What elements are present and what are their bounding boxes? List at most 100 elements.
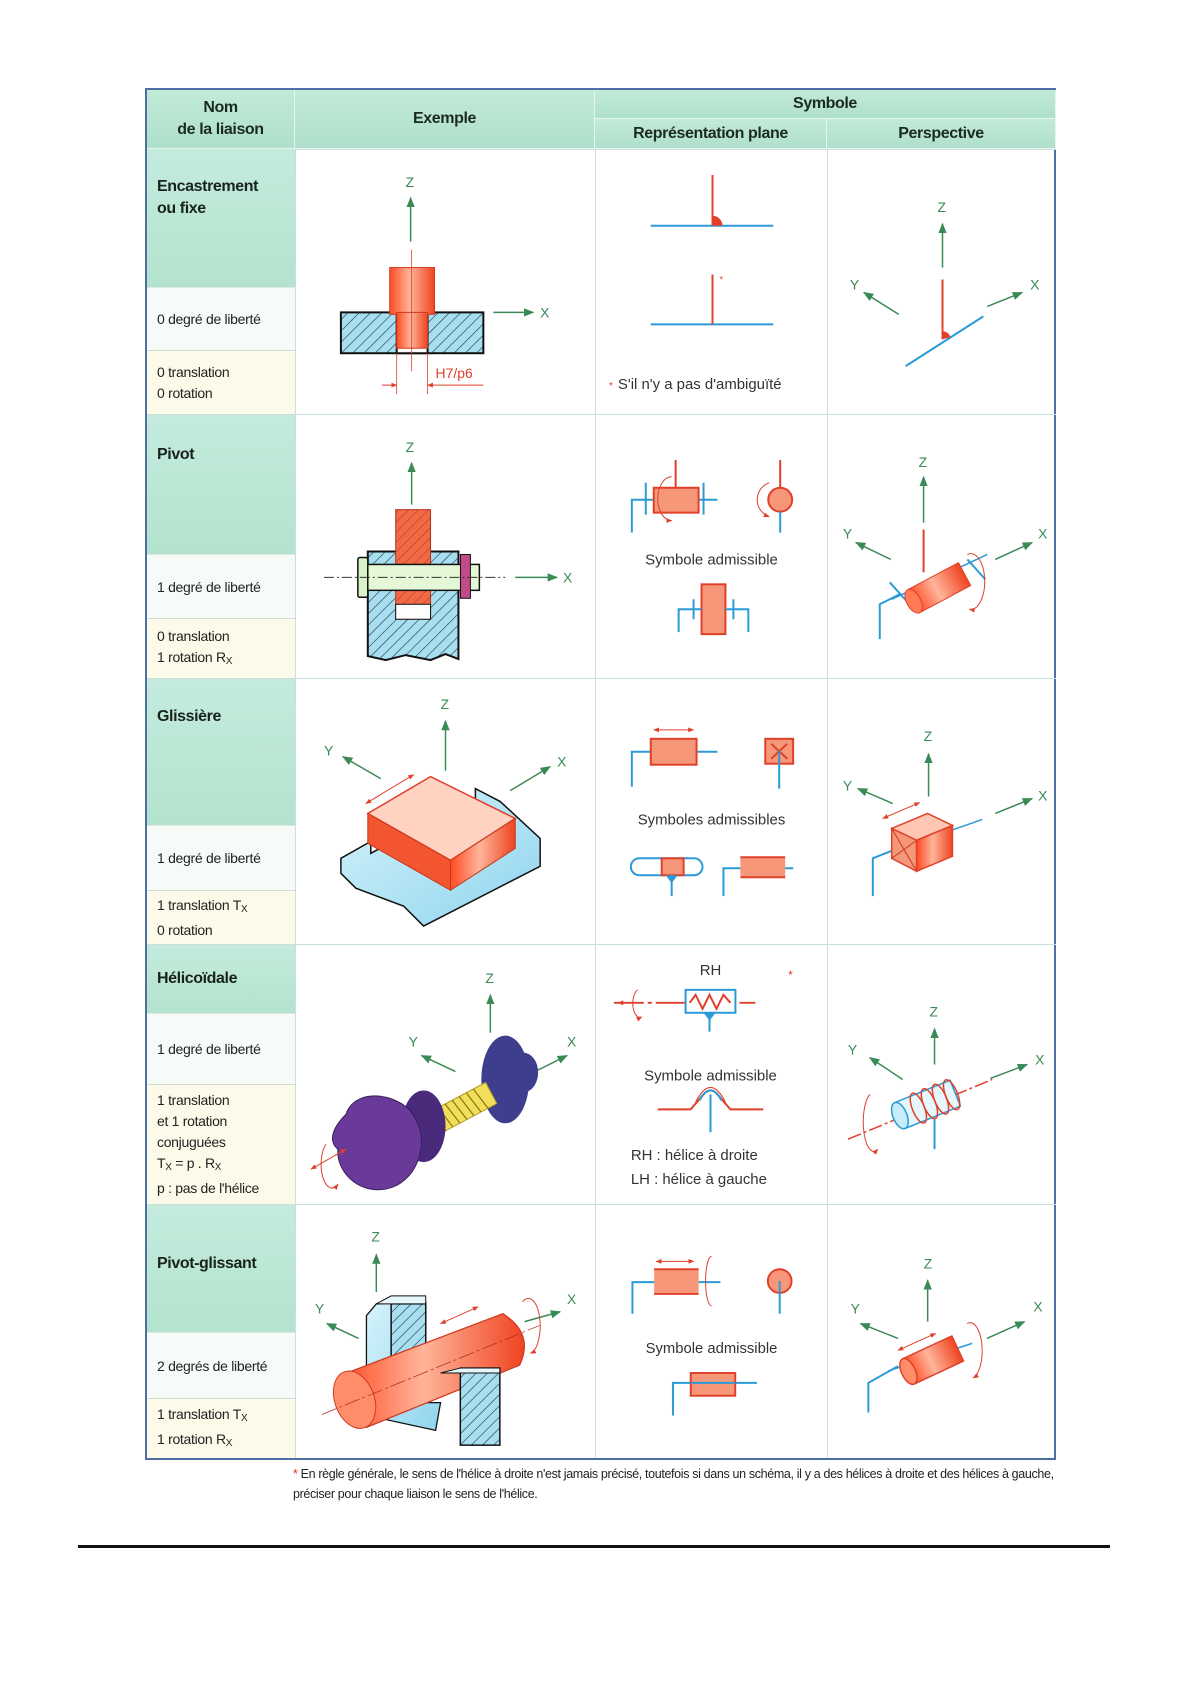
degrees-of-freedom: 1 degré de liberté — [147, 826, 295, 891]
glissiere-perspective-symbol: Z Y X — [827, 678, 1056, 944]
plane-note: Symbole admissible — [645, 551, 778, 568]
motion-description: 1 translation TX 1 rotation RX — [147, 1399, 295, 1458]
axis-label: Z — [938, 199, 947, 215]
axis-label: X — [1035, 1052, 1044, 1068]
footnote: * En règle générale, le sens de l'hélice… — [293, 1464, 1063, 1504]
axis-label: Z — [485, 970, 494, 986]
axis-label: X — [567, 1291, 576, 1307]
header-name-col: Nom de la liaison — [147, 90, 295, 149]
motion-formula: TX = p . RX — [157, 1155, 222, 1173]
motion-line: 1 rotation RX — [157, 648, 233, 667]
axis-label: Y — [409, 1034, 418, 1050]
axis-label: Z — [930, 1004, 939, 1020]
encastrement-plane-symbol: * * S'il n'y a pas d'ambiguïté — [595, 149, 827, 414]
footnote-star: * — [293, 1467, 298, 1481]
pivot-glissant-plane-symbol: Symbole admissible — [595, 1204, 827, 1458]
plane-note: Symbole admissible — [644, 1067, 777, 1084]
motion-line: et 1 rotation — [157, 1113, 228, 1129]
header-symbol-col: Symbole — [595, 90, 1056, 119]
axis-label: X — [1038, 788, 1047, 804]
plane-note: Symbole admissible — [646, 1341, 778, 1357]
header-example-col: Exemple — [295, 90, 595, 149]
axis-label: Y — [843, 526, 852, 542]
liaison-name-line2: ou fixe — [157, 200, 206, 217]
axis-label: X — [540, 304, 549, 320]
liaison-name: Pivot — [147, 415, 295, 555]
motion-line: 0 rotation — [157, 384, 213, 401]
liaisons-table: Nom de la liaison Exemple Symbole Représ… — [145, 88, 1056, 1460]
motion-line: 0 rotation — [157, 921, 213, 938]
axis-label: X — [557, 754, 566, 770]
row-glissiere-name-cell: Glissière 1 degré de liberté 1 translati… — [147, 678, 295, 944]
axis-label: Y — [848, 1042, 857, 1058]
row-pivot-name-cell: Pivot 1 degré de liberté 0 translation 1… — [147, 414, 295, 678]
axis-label: Y — [324, 743, 333, 759]
axis-label: Y — [315, 1301, 324, 1317]
pivot-plane-symbol: Symbole admissible — [595, 414, 827, 678]
pivot-glissant-example: Z Y X — [295, 1204, 595, 1458]
header-name-line2: de la liaison — [177, 121, 264, 138]
diagram-label: * — [609, 381, 613, 392]
axis-label: Z — [924, 1255, 933, 1271]
pivot-perspective-symbol: Z Y X — [827, 414, 1056, 678]
bottom-rule — [78, 1545, 1110, 1548]
footnote-text: En règle générale, le sens de l'hélice à… — [293, 1467, 1054, 1501]
pivot-example: Z X — [295, 414, 595, 678]
motion-line: 1 translation TX — [157, 1405, 248, 1424]
rh-label: RH — [700, 962, 722, 979]
liaison-name: Glissière — [147, 679, 295, 826]
glissiere-plane-symbol: Symboles admissibles — [595, 678, 827, 944]
helicoidale-example: Z Y X — [295, 944, 595, 1204]
legend-lh: LH : hélice à gauche — [631, 1171, 767, 1188]
legend-rh: RH : hélice à droite — [631, 1147, 758, 1164]
degrees-of-freedom: 0 degré de liberté — [147, 288, 295, 351]
plane-note: S'il n'y a pas d'ambiguïté — [618, 376, 782, 393]
axis-label: Z — [919, 454, 928, 470]
diagram-label: * — [719, 274, 723, 284]
liaison-name: Pivot-glissant — [147, 1205, 295, 1333]
row-encastrement-name-cell: Encastrement ou fixe 0 degré de liberté … — [147, 149, 295, 414]
plane-note: Symboles admissibles — [638, 811, 786, 828]
axis-label: Z — [371, 1229, 380, 1245]
axis-label: X — [567, 1034, 576, 1050]
liaison-name: Hélicoïdale — [147, 945, 295, 1014]
helicoidale-perspective-symbol: Z Y X — [827, 944, 1056, 1204]
axis-label: X — [1033, 1299, 1042, 1315]
axis-label: Z — [406, 174, 415, 190]
motion-description: 0 translation 1 rotation RX — [147, 619, 295, 678]
diagram-label: * — [788, 968, 793, 982]
liaison-name: Encastrement — [157, 178, 259, 195]
row-pivot-glissant-name-cell: Pivot-glissant 2 degrés de liberté 1 tra… — [147, 1204, 295, 1458]
motion-line: 0 translation — [157, 627, 230, 644]
motion-description: 1 translation TX 0 rotation — [147, 891, 295, 944]
axis-label: X — [563, 569, 572, 585]
motion-description: 1 translation et 1 rotation conjuguées T… — [147, 1085, 295, 1204]
row-helicoidale-name-cell: Hélicoïdale 1 degré de liberté 1 transla… — [147, 944, 295, 1204]
header-perspective-col: Perspective — [827, 119, 1056, 149]
axis-label: Z — [924, 728, 933, 744]
axis-label: X — [1030, 276, 1039, 292]
header-name-line1: Nom — [203, 99, 238, 116]
motion-line: 1 translation — [157, 1092, 230, 1108]
degrees-of-freedom: 1 degré de liberté — [147, 1014, 295, 1085]
motion-line: conjuguées — [157, 1134, 226, 1150]
degrees-of-freedom: 2 degrés de liberté — [147, 1333, 295, 1399]
axis-label: Y — [850, 276, 859, 292]
axis-label: X — [1038, 526, 1047, 542]
encastrement-example: Z X H7/p6 — [295, 149, 595, 414]
degrees-of-freedom: 1 degré de liberté — [147, 555, 295, 619]
axis-label: Z — [406, 439, 415, 455]
motion-line: 0 translation — [157, 363, 230, 380]
motion-description: 0 translation 0 rotation — [147, 351, 295, 414]
encastrement-perspective-symbol: Z Y X — [827, 149, 1056, 414]
axis-label: Z — [441, 696, 450, 712]
fit-label: H7/p6 — [436, 365, 473, 381]
motion-line: p : pas de l'hélice — [157, 1180, 260, 1196]
header-plane-col: Représentation plane — [595, 119, 827, 149]
motion-line: 1 translation TX — [157, 896, 248, 915]
helicoidale-plane-symbol: RH * Symbole admissible RH : hélice à dr… — [595, 944, 827, 1204]
axis-label: Y — [843, 778, 852, 794]
motion-line: 1 rotation RX — [157, 1430, 233, 1449]
glissiere-example: Z Y X — [295, 678, 595, 944]
